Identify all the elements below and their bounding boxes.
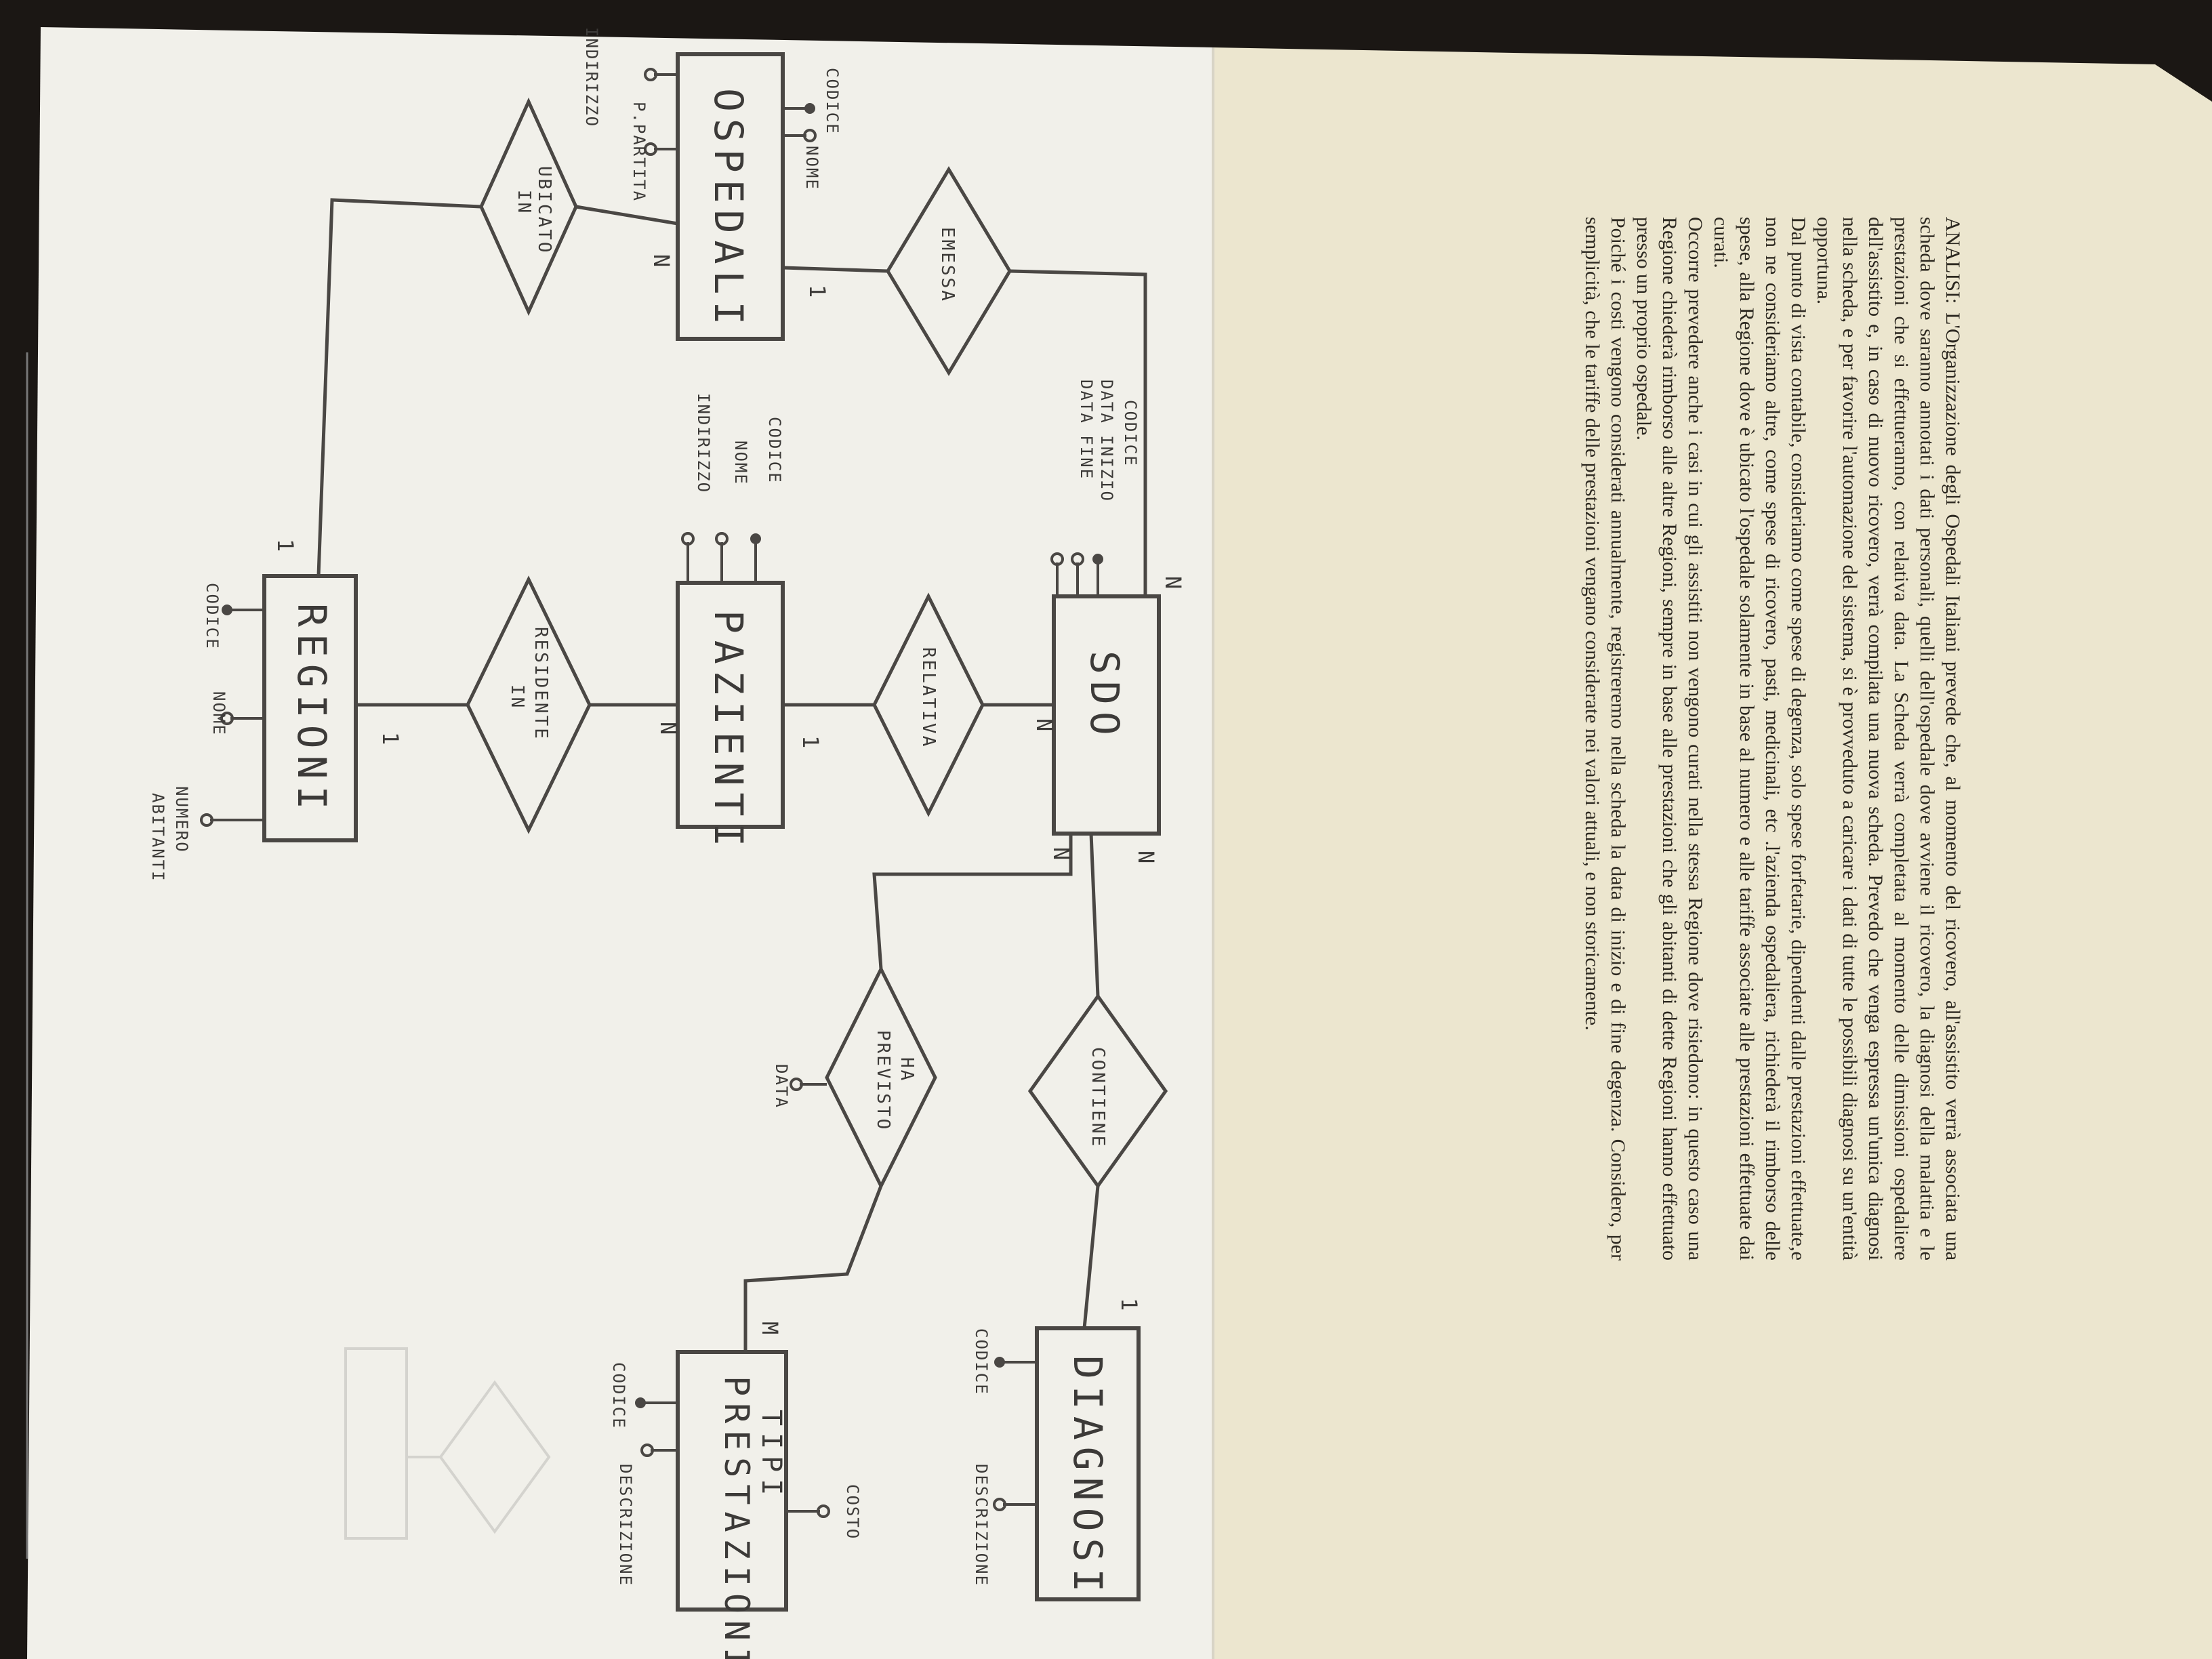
card-pazienti-residente: N bbox=[655, 722, 681, 735]
attr-regioni-numero: NUMERO bbox=[172, 786, 191, 853]
entity-ospedali-label: OSPEDALI bbox=[705, 88, 752, 331]
relationship-contiene: CONTIENE bbox=[1027, 993, 1168, 1189]
attributes-ha-previsto: DATA bbox=[772, 1064, 827, 1109]
analysis-text: ANALISI: L'Organizzazione degli Ospedali… bbox=[1579, 217, 1965, 1261]
attr-regioni-abitanti: ABITANTI bbox=[148, 793, 167, 882]
line-sdo-contiene bbox=[1089, 833, 1100, 997]
card-ospedali-ubicato: N bbox=[649, 254, 674, 267]
connectors bbox=[316, 198, 1147, 1352]
card-regioni-ubicato: 1 bbox=[272, 539, 298, 552]
analysis-heading: ANALISI: bbox=[1942, 217, 1964, 304]
attributes-sdo: CODICE DATA INIZIO DATA FINE bbox=[1050, 380, 1140, 596]
card-ospedali-emessa: 1 bbox=[804, 285, 830, 298]
attr-ha-previsto-data: DATA bbox=[772, 1064, 791, 1109]
entity-sdo: SDO bbox=[1052, 594, 1161, 836]
card-prestazioni-ha-previsto: M bbox=[757, 1322, 783, 1334]
attr-pazienti-codice: CODICE bbox=[765, 417, 784, 484]
line-contiene-diagnosi bbox=[1082, 1185, 1100, 1329]
relationship-contiene-label: CONTIENE bbox=[1088, 1047, 1108, 1148]
attr-prestazioni-descrizione: DESCRIZIONE bbox=[616, 1464, 635, 1586]
card-sdo-ha-previsto: N bbox=[1048, 847, 1074, 860]
attributes-regioni: CODICE NOME NUMERO ABITANTI bbox=[148, 583, 264, 882]
cardinalities: N 1 N N N N 1 N 1 1 1 M bbox=[272, 254, 1186, 1334]
relationship-ubicato-in-label: IN bbox=[514, 190, 534, 215]
entity-ospedali: OSPEDALI bbox=[676, 52, 785, 341]
card-regioni-residente: 1 bbox=[377, 732, 403, 745]
analysis-paragraph-4: Poiché i costi vengono considerati annua… bbox=[1581, 217, 1629, 1261]
line-ha-previsto-prestazioni bbox=[743, 1185, 883, 1352]
attr-ospedali-indirizzo: INDIRIZZO bbox=[582, 27, 601, 127]
attr-prestazioni-codice: CODICE bbox=[609, 1362, 628, 1429]
relationship-ha-label: HA bbox=[897, 1057, 917, 1082]
line-emessa-sdo bbox=[1009, 269, 1147, 596]
card-pazienti-relativa: 1 bbox=[798, 735, 823, 748]
card-sdo-emessa: N bbox=[1160, 576, 1186, 589]
entity-prestazioni-label: PRESTAZIONI bbox=[717, 1376, 756, 1659]
attr-regioni-codice: CODICE bbox=[203, 583, 222, 650]
analysis-paragraph-3: Occorre prevedere anche i casi in cui gl… bbox=[1633, 217, 1706, 1261]
entity-regioni-label: REGIONI bbox=[289, 603, 335, 816]
attributes-prestazioni: CODICE DESCRIZIONE COSTO bbox=[609, 1362, 862, 1586]
entity-diagnosi-label: DIAGNOSI bbox=[1065, 1355, 1111, 1599]
attr-regioni-nome: NOME bbox=[209, 691, 228, 736]
attr-prestazioni-costo: COSTO bbox=[843, 1484, 862, 1540]
relationship-ubicato-in: UBICATO IN bbox=[479, 97, 578, 316]
relationship-residente-in-label: IN bbox=[507, 684, 527, 710]
card-diagnosi-contiene: 1 bbox=[1116, 1298, 1142, 1311]
relationship-previsto-label: PREVISTO bbox=[873, 1030, 893, 1131]
attr-pazienti-nome: NOME bbox=[731, 441, 750, 485]
analysis-paragraph-2: Dal punto di vista contabile, consideria… bbox=[1710, 217, 1809, 1261]
attr-sdo-data-inizio: DATA INIZIO bbox=[1097, 380, 1116, 502]
attributes-pazienti: CODICE NOME INDIRIZZO bbox=[681, 393, 784, 583]
entity-sdo-label: SDO bbox=[1082, 651, 1128, 742]
entity-regioni: REGIONI bbox=[262, 574, 358, 842]
line-ospedali-emessa bbox=[782, 266, 888, 273]
entity-pazienti-label: PAZIENTI bbox=[705, 610, 752, 853]
relationship-relativa-label: RELATIVA bbox=[918, 647, 939, 748]
attributes-diagnosi: CODICE DESCRIZIONE bbox=[972, 1328, 1037, 1586]
attr-ospedali-partita-iva: P.PARTITA bbox=[630, 102, 649, 202]
line-ubicato-regioni bbox=[316, 198, 482, 577]
card-sdo-contiene: N bbox=[1133, 851, 1159, 863]
attributes-ospedali: CODICE NOME P.PARTITA INDIRIZZO bbox=[582, 27, 842, 202]
relationship-emessa: EMESSA bbox=[886, 166, 1012, 376]
attr-sdo-codice: CODICE bbox=[1121, 400, 1140, 467]
entity-diagnosi: DIAGNOSI bbox=[1035, 1326, 1141, 1601]
attr-ospedali-nome: NOME bbox=[802, 146, 821, 190]
line-sdo-ha-previsto bbox=[872, 834, 1073, 970]
relationship-residente-in: RESIDENTE IN bbox=[466, 575, 592, 834]
relationship-emessa-label: EMESSA bbox=[937, 227, 958, 303]
entity-tipi-label: TIPI bbox=[756, 1410, 787, 1502]
entity-tipi-prestazioni: TIPI PRESTAZIONI bbox=[676, 1350, 788, 1659]
right-sheet bbox=[1213, 47, 2212, 1659]
attr-pazienti-indirizzo: INDIRIZZO bbox=[694, 393, 713, 493]
card-sdo-relativa: N bbox=[1031, 718, 1057, 731]
erased-sketch bbox=[344, 1347, 551, 1540]
analysis-paragraph-1-text: L'Organizzazione degli Ospedali Italiani… bbox=[1813, 217, 1964, 1261]
relationship-residente-label: RESIDENTE bbox=[531, 627, 551, 741]
relationship-ubicato-label: UBICATO bbox=[534, 166, 554, 255]
attr-sdo-data-fine: DATA FINE bbox=[1077, 380, 1096, 480]
analysis-paragraph-1: ANALISI: L'Organizzazione degli Ospedali… bbox=[1811, 217, 1965, 1261]
attr-diagnosi-descrizione: DESCRIZIONE bbox=[972, 1464, 991, 1586]
attr-diagnosi-codice: CODICE bbox=[972, 1328, 991, 1395]
attr-ospedali-codice: CODICE bbox=[823, 68, 842, 135]
line-ospedali-ubicato bbox=[575, 205, 678, 226]
relationship-relativa: RELATIVA bbox=[872, 592, 985, 817]
